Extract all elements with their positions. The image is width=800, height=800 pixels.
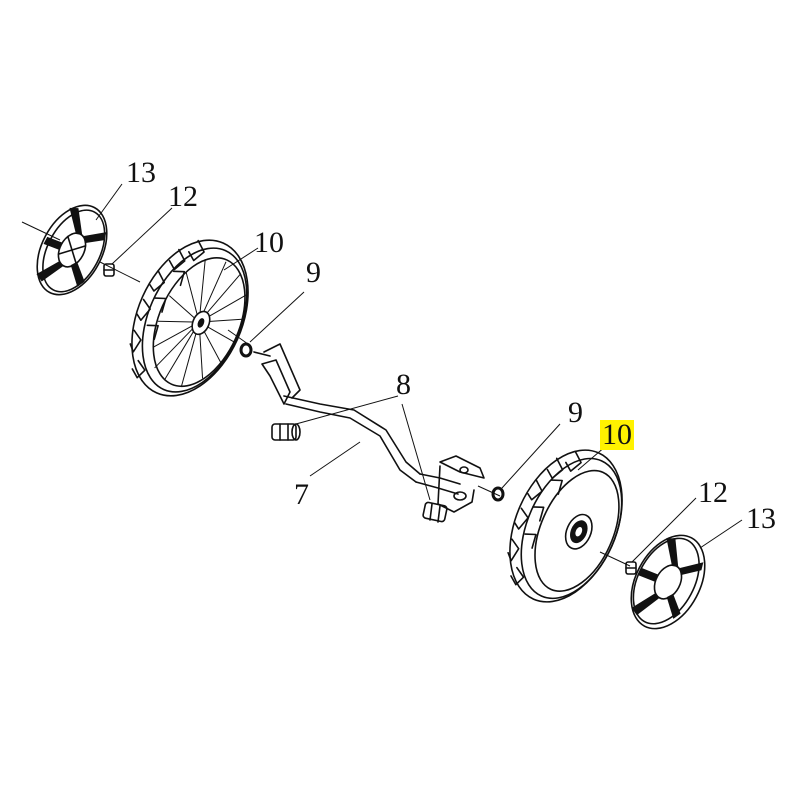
callout-washer-right: 9 (568, 396, 583, 429)
callout-wheel-left: 10 (254, 226, 284, 259)
right-nut (625, 561, 637, 575)
callout-nut-right: 12 (698, 476, 728, 509)
callout-wheel-right-highlighted: 10 (600, 418, 634, 451)
bushing-left (271, 423, 301, 441)
right-washer (491, 486, 505, 502)
right-wheel (507, 449, 623, 603)
bushing-right (422, 501, 448, 523)
callout-hubcap-left: 13 (126, 156, 156, 189)
callout-washer-left: 9 (306, 256, 321, 289)
left-wheel (129, 239, 249, 397)
left-washer (239, 342, 253, 358)
axle (253, 343, 485, 513)
left-hubcap (36, 204, 108, 296)
right-hubcap (630, 534, 706, 630)
callout-axle: 7 (294, 478, 309, 511)
callout-nut-left: 12 (168, 180, 198, 213)
left-nut (103, 263, 115, 277)
leader-lines (95, 183, 743, 563)
callout-bushing: 8 (396, 368, 411, 401)
callout-hubcap-right: 13 (746, 502, 776, 535)
